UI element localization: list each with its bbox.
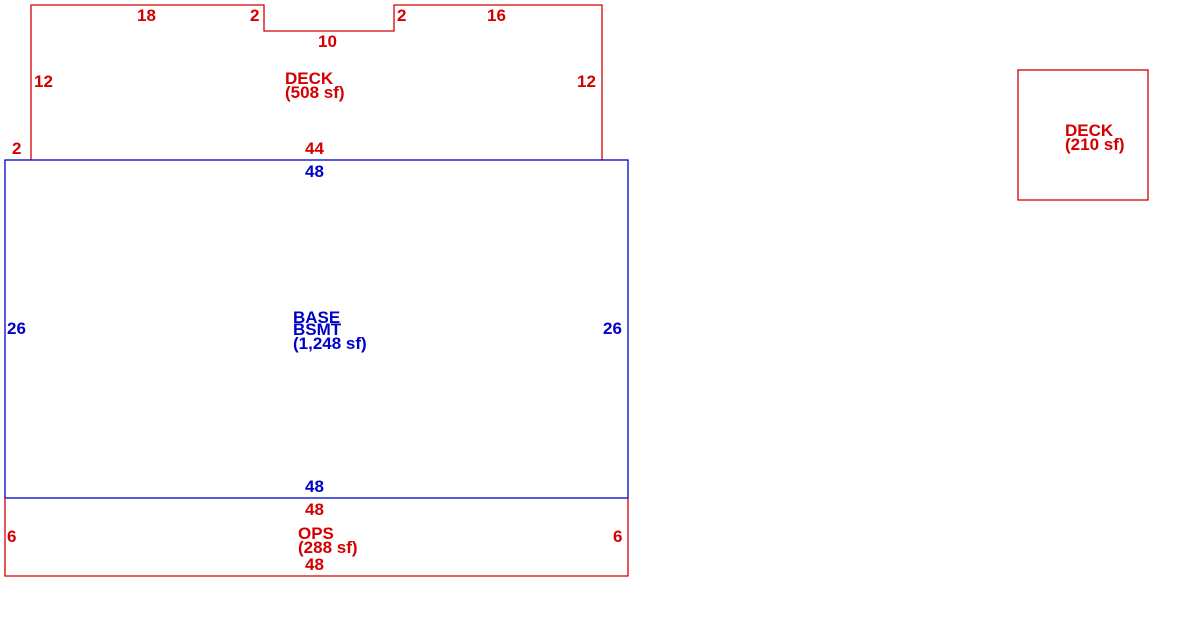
base-area: (1,248 sf) (293, 334, 367, 353)
upper-deck-dim-notch-right: 2 (397, 6, 407, 25)
upper-deck-name: DECK (285, 69, 334, 88)
side-deck-area-label: DECK (210 sf) (1065, 121, 1125, 154)
upper-deck-outline (30, 4, 603, 160)
ops-outline (4, 498, 629, 577)
base-name-line2: BSMT (293, 320, 342, 339)
base-dim-bottom: 48 (305, 477, 324, 496)
upper-deck-dim-bottom: 44 (305, 139, 324, 158)
base-area-label: BASE BSMT (1,248 sf) (293, 308, 367, 353)
ops-dim-bottom: 48 (305, 555, 324, 574)
ops-area: (288 sf) (298, 538, 358, 557)
ops-name: OPS (298, 524, 334, 543)
upper-deck-dim-top-left: 18 (137, 6, 156, 25)
upper-deck-dim-notch-left: 2 (250, 6, 260, 25)
base-dim-right: 26 (603, 319, 622, 338)
upper-deck-dim-corner: 2 (12, 139, 22, 158)
upper-deck-dim-top-right: 16 (487, 6, 506, 25)
upper-deck-dim-left: 12 (34, 72, 53, 91)
base-dim-left: 26 (7, 319, 26, 338)
side-deck-outline (1017, 69, 1149, 201)
ops-area-label: OPS (288 sf) (298, 524, 358, 557)
side-deck-area: (210 sf) (1065, 135, 1125, 154)
upper-deck-dim-right: 12 (577, 72, 596, 91)
ops-dim-left: 6 (7, 527, 17, 546)
ops-dim-right: 6 (613, 527, 623, 546)
base-name-line1: BASE (293, 308, 341, 327)
upper-deck-area: (508 sf) (285, 83, 345, 102)
base-outline (4, 159, 629, 499)
ops-dim-top: 48 (305, 500, 324, 519)
upper-deck-area-label: DECK (508 sf) (285, 69, 345, 102)
base-dim-top: 48 (305, 162, 324, 181)
upper-deck-dim-notch-bottom: 10 (318, 32, 337, 51)
side-deck-name: DECK (1065, 121, 1114, 140)
